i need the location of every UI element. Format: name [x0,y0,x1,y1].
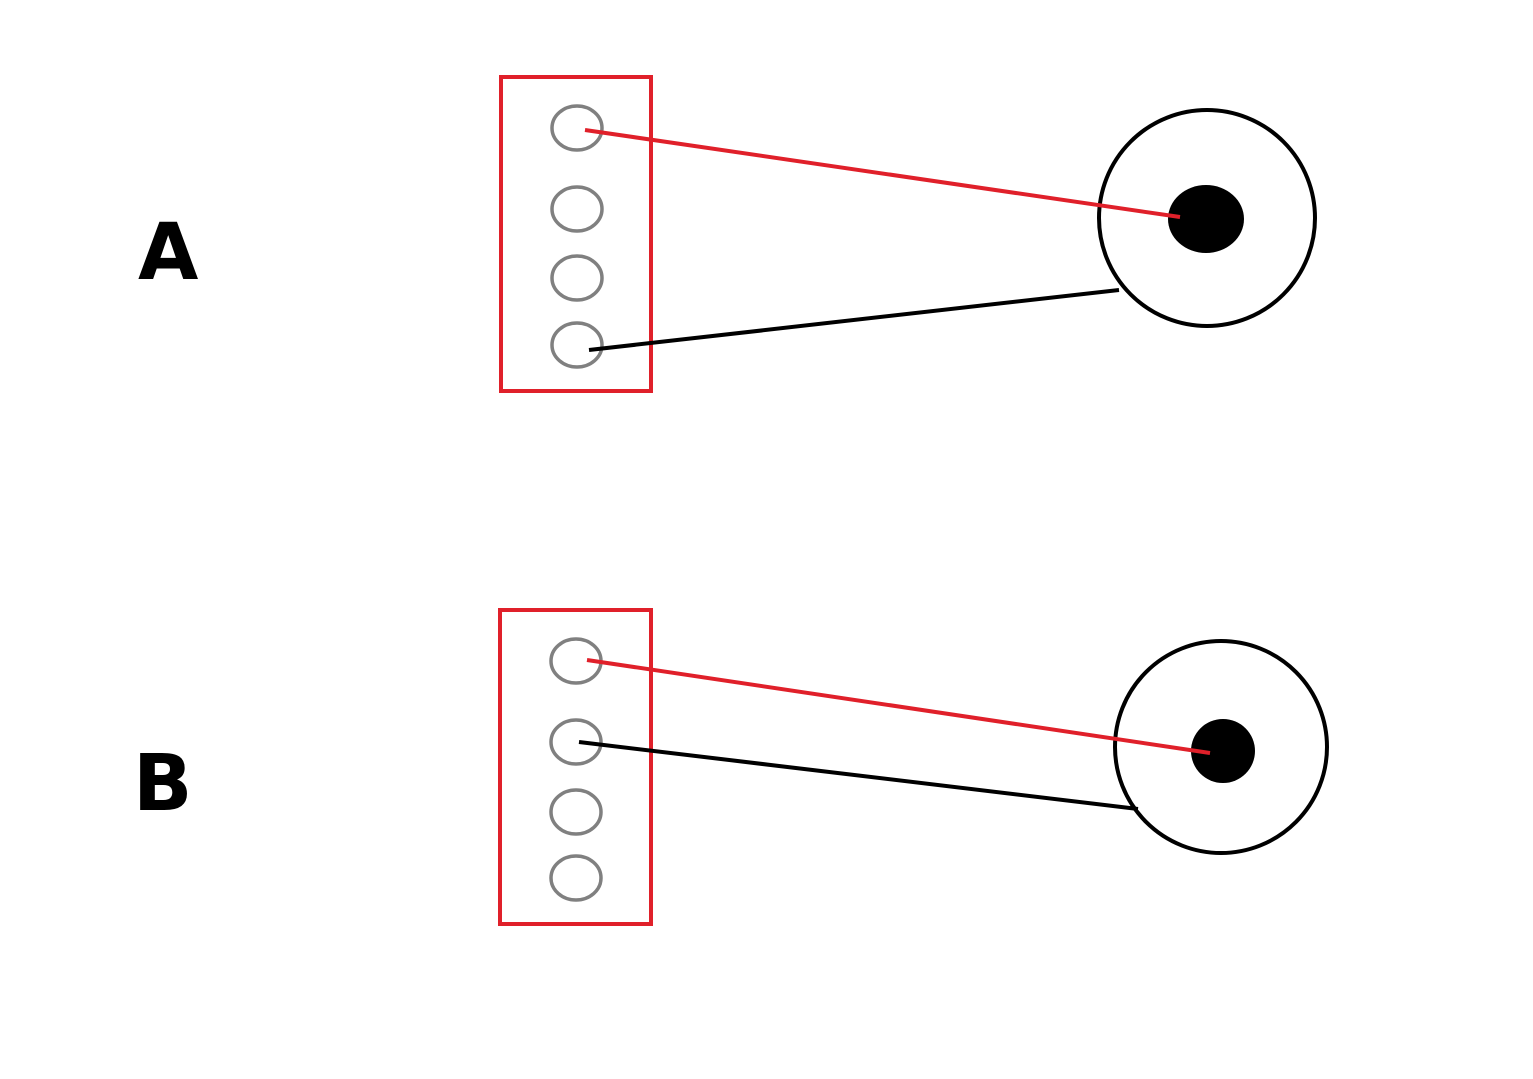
connector-a [499,75,653,393]
panel-label-a: A [138,208,198,298]
connector-b [498,608,653,926]
wire-a-signal [584,128,1181,219]
connector-a-pin-4 [550,321,604,369]
wire-b-ground [578,740,1139,811]
jack-b-outer-ring [1113,639,1329,855]
jack-a-outer-ring [1097,108,1317,328]
jack-b-center [1191,719,1255,783]
panel-a: A [138,75,1317,393]
wire-b-signal [586,658,1211,755]
panel-label-b: B [133,739,192,829]
connector-b-pin-4 [549,854,603,902]
connector-a-pin-3 [550,254,604,302]
wire-a-ground [588,288,1120,352]
jack-a-center [1168,185,1244,253]
panel-b: B [133,608,1329,926]
connector-b-pin-2 [549,718,603,766]
connector-a-pin-2 [550,185,604,233]
connector-a-pin-1 [550,104,604,152]
connector-b-pin-3 [549,788,603,836]
